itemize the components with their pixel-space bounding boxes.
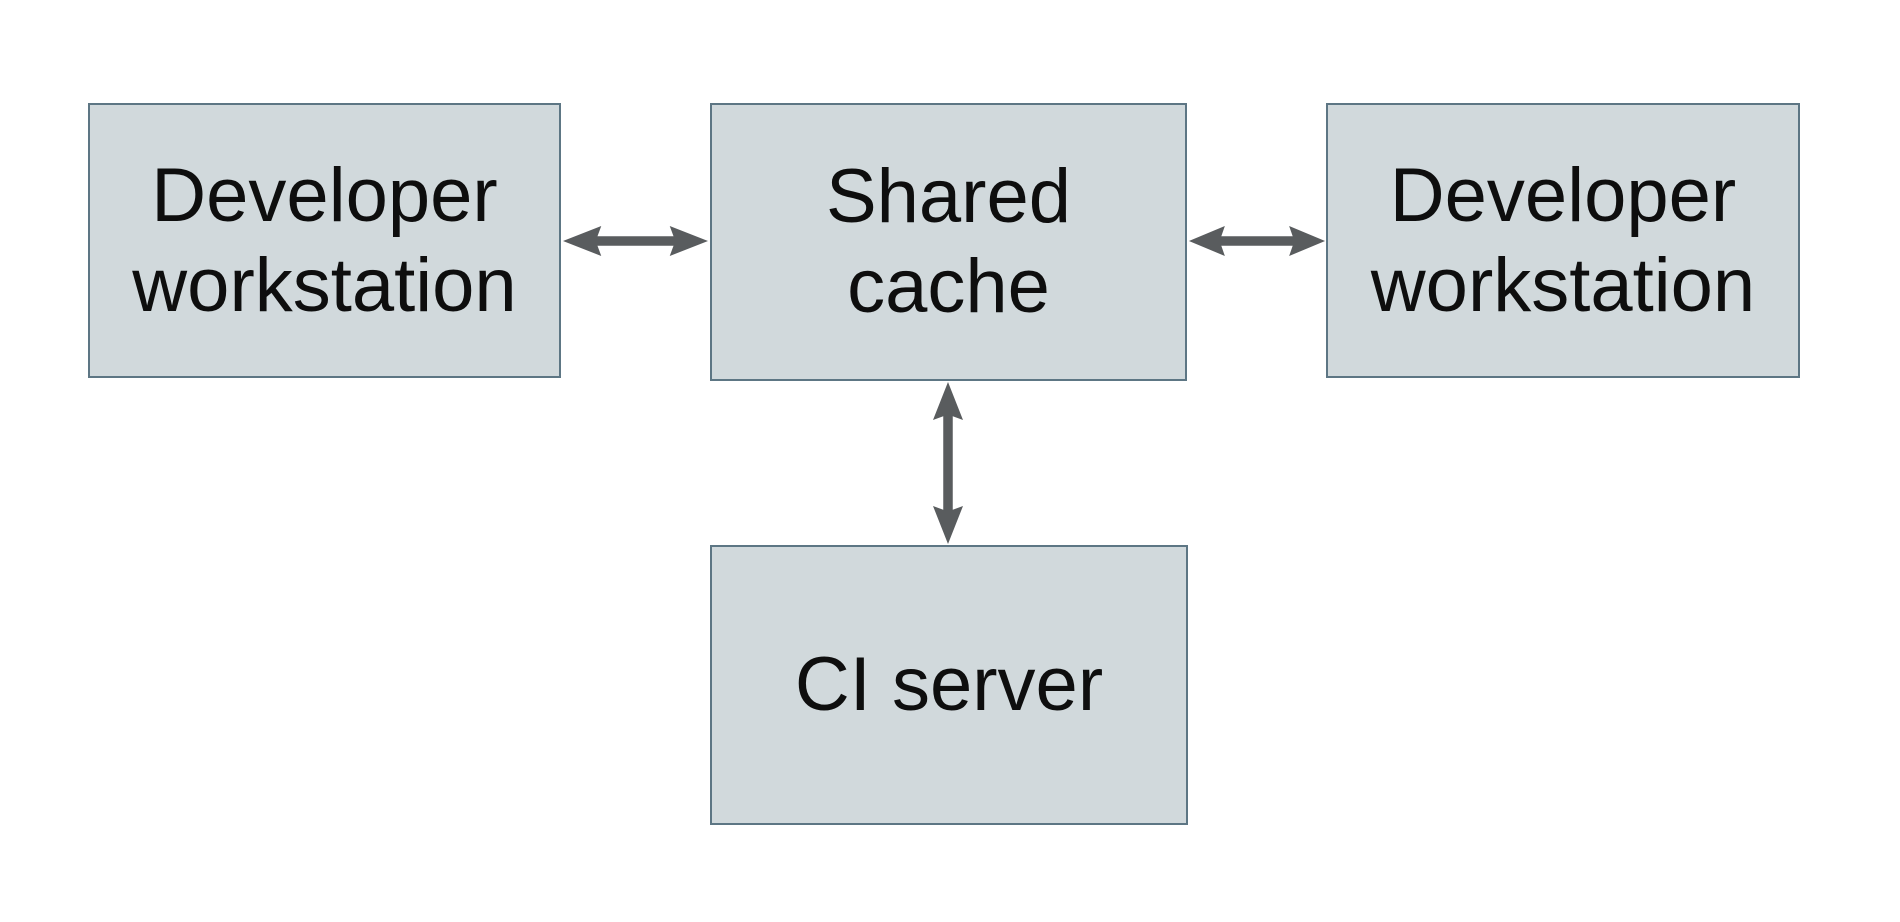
- node-developer-workstation-left: Developer workstation: [88, 103, 561, 378]
- double-arrow-icon-cache-devright: [1188, 219, 1326, 263]
- node-shared-cache: Shared cache: [710, 103, 1187, 381]
- node-label-line: workstation: [1370, 242, 1756, 328]
- node-label-line: Developer: [151, 152, 498, 238]
- node-label-line: CI server: [794, 642, 1104, 727]
- node-developer-workstation-right: Developer workstation: [1326, 103, 1800, 378]
- node-label-line: workstation: [132, 242, 517, 328]
- double-arrow-icon-cache-ciserver: [926, 381, 970, 545]
- node-label-line: cache: [847, 244, 1050, 329]
- node-ci-server: CI server: [710, 545, 1188, 825]
- node-label-line: Developer: [1389, 152, 1737, 238]
- double-arrow-icon-devleft-cache: [562, 219, 709, 263]
- node-label-line: Shared: [825, 154, 1072, 239]
